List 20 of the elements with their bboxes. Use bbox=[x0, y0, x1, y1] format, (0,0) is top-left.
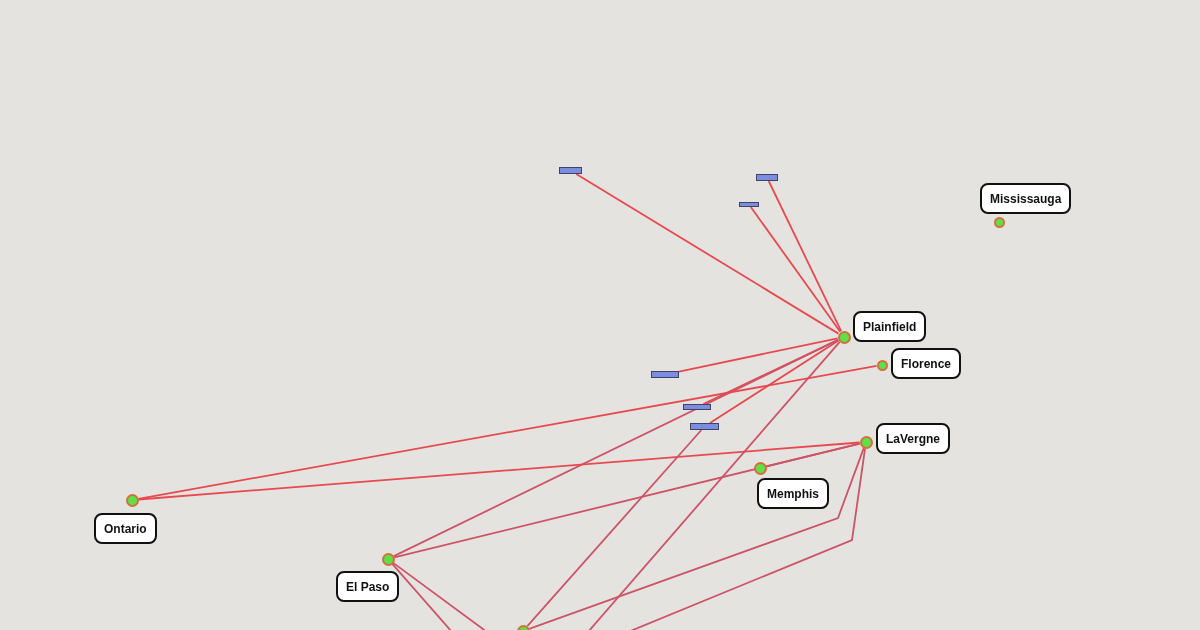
route-line bbox=[526, 429, 703, 628]
city-label: Florence bbox=[891, 348, 961, 379]
route-line bbox=[749, 206, 842, 333]
city-label: Mississauga bbox=[980, 183, 1072, 214]
city-label: Plainfield bbox=[853, 311, 927, 342]
city-label: El Paso bbox=[336, 571, 400, 602]
city-label: Ontario bbox=[94, 513, 157, 544]
route-line bbox=[709, 339, 840, 424]
route-line bbox=[137, 441, 861, 501]
city-label: Memphis bbox=[757, 478, 829, 509]
route-line bbox=[587, 341, 841, 630]
route-line bbox=[765, 442, 861, 468]
route-line bbox=[678, 337, 839, 373]
route-line bbox=[392, 338, 840, 558]
route-line bbox=[528, 447, 865, 630]
route-line bbox=[575, 173, 840, 335]
route-line bbox=[391, 563, 453, 630]
city-label: LaVergne bbox=[876, 423, 951, 454]
route-line bbox=[392, 561, 488, 630]
route-line bbox=[767, 180, 843, 333]
